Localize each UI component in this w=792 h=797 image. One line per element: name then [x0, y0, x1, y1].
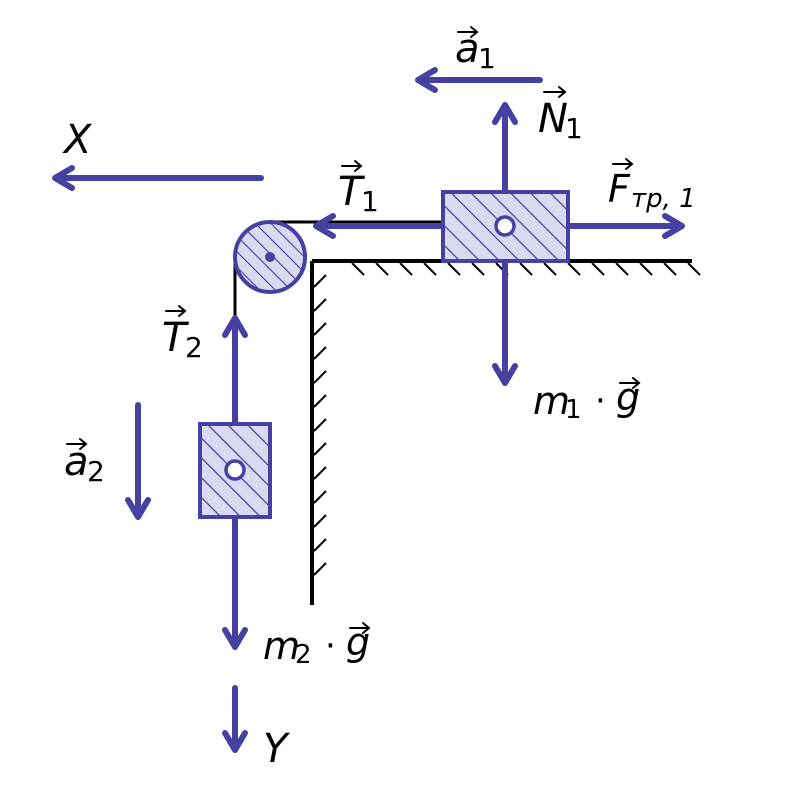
label-t2: T 2 [162, 305, 203, 364]
svg-text:m: m [263, 624, 300, 668]
svg-text:2: 2 [295, 640, 312, 670]
svg-text:T: T [338, 169, 366, 215]
svg-text:T: T [162, 315, 190, 361]
svg-text:F: F [608, 167, 631, 211]
m1g-arrow [492, 258, 518, 386]
svg-text:2: 2 [87, 455, 105, 488]
svg-text:·: · [325, 626, 336, 666]
block-2 [198, 422, 272, 519]
label-m2g: m 2 · g [263, 620, 371, 670]
t1-arrow [313, 213, 446, 239]
label-t1: T 1 [338, 160, 379, 218]
svg-text:X: X [62, 117, 93, 163]
vector-mark-icon [349, 622, 371, 634]
svg-text:2: 2 [185, 331, 203, 364]
label-a1: a 1 [455, 26, 496, 75]
svg-text:1: 1 [478, 42, 496, 75]
a1-arrow [415, 67, 543, 93]
vector-mark-icon [612, 158, 634, 170]
block-1 [441, 190, 570, 263]
label-a2: a 2 [64, 438, 105, 488]
vectors [52, 67, 685, 753]
svg-text:m: m [533, 379, 570, 423]
label-y-axis: Y [263, 726, 291, 772]
a2-arrow [125, 402, 151, 520]
t2-arrow [222, 315, 248, 427]
vector-mark-icon [165, 305, 187, 317]
label-m1g: m 1 · g [533, 375, 641, 425]
svg-text:Y: Y [263, 726, 291, 772]
svg-text:a: a [64, 439, 89, 485]
x-axis-arrow [52, 165, 264, 191]
label-n1: N 1 [538, 86, 583, 145]
label-friction: F тр, 1 [608, 158, 696, 214]
vector-mark-icon [66, 438, 88, 450]
svg-text:N: N [538, 96, 568, 142]
vector-mark-icon [619, 377, 641, 389]
svg-text:·: · [595, 381, 606, 421]
m2g-arrow [222, 514, 248, 650]
vector-mark-icon [543, 86, 567, 98]
vector-mark-icon [457, 26, 479, 38]
svg-text:1: 1 [565, 395, 582, 425]
y-axis-arrow [222, 685, 248, 753]
friction-arrow [565, 213, 685, 239]
vector-mark-icon [341, 160, 363, 172]
table-wall [310, 261, 327, 605]
svg-text:1: 1 [361, 185, 379, 218]
pulley [233, 220, 307, 294]
svg-text:1: 1 [565, 112, 583, 145]
svg-text:тр, 1: тр, 1 [631, 184, 696, 214]
label-x-axis: X [62, 117, 93, 163]
n1-arrow [492, 102, 518, 195]
